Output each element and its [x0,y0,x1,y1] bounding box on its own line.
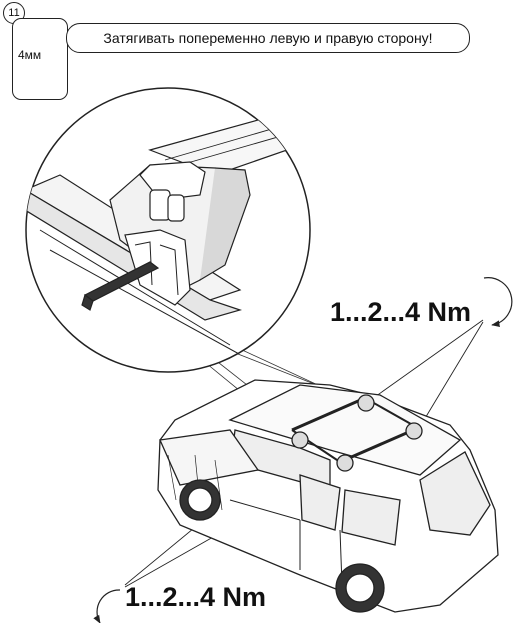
instruction-note: Затягивать попеременно левую и правую ст… [66,23,470,53]
clamp-detail-view [25,87,311,373]
tool-box [12,18,68,100]
tool-size-label: 4мм [18,48,42,62]
car-illustration [157,379,499,613]
torque-label-top: 1...2...4 Nm [330,297,472,327]
torque-pointer-lines-top [371,319,484,426]
torque-label-bottom: 1...2...4 Nm [125,582,267,612]
torque-arrow-bottom [93,589,121,623]
torque-arrow-top [483,277,513,328]
